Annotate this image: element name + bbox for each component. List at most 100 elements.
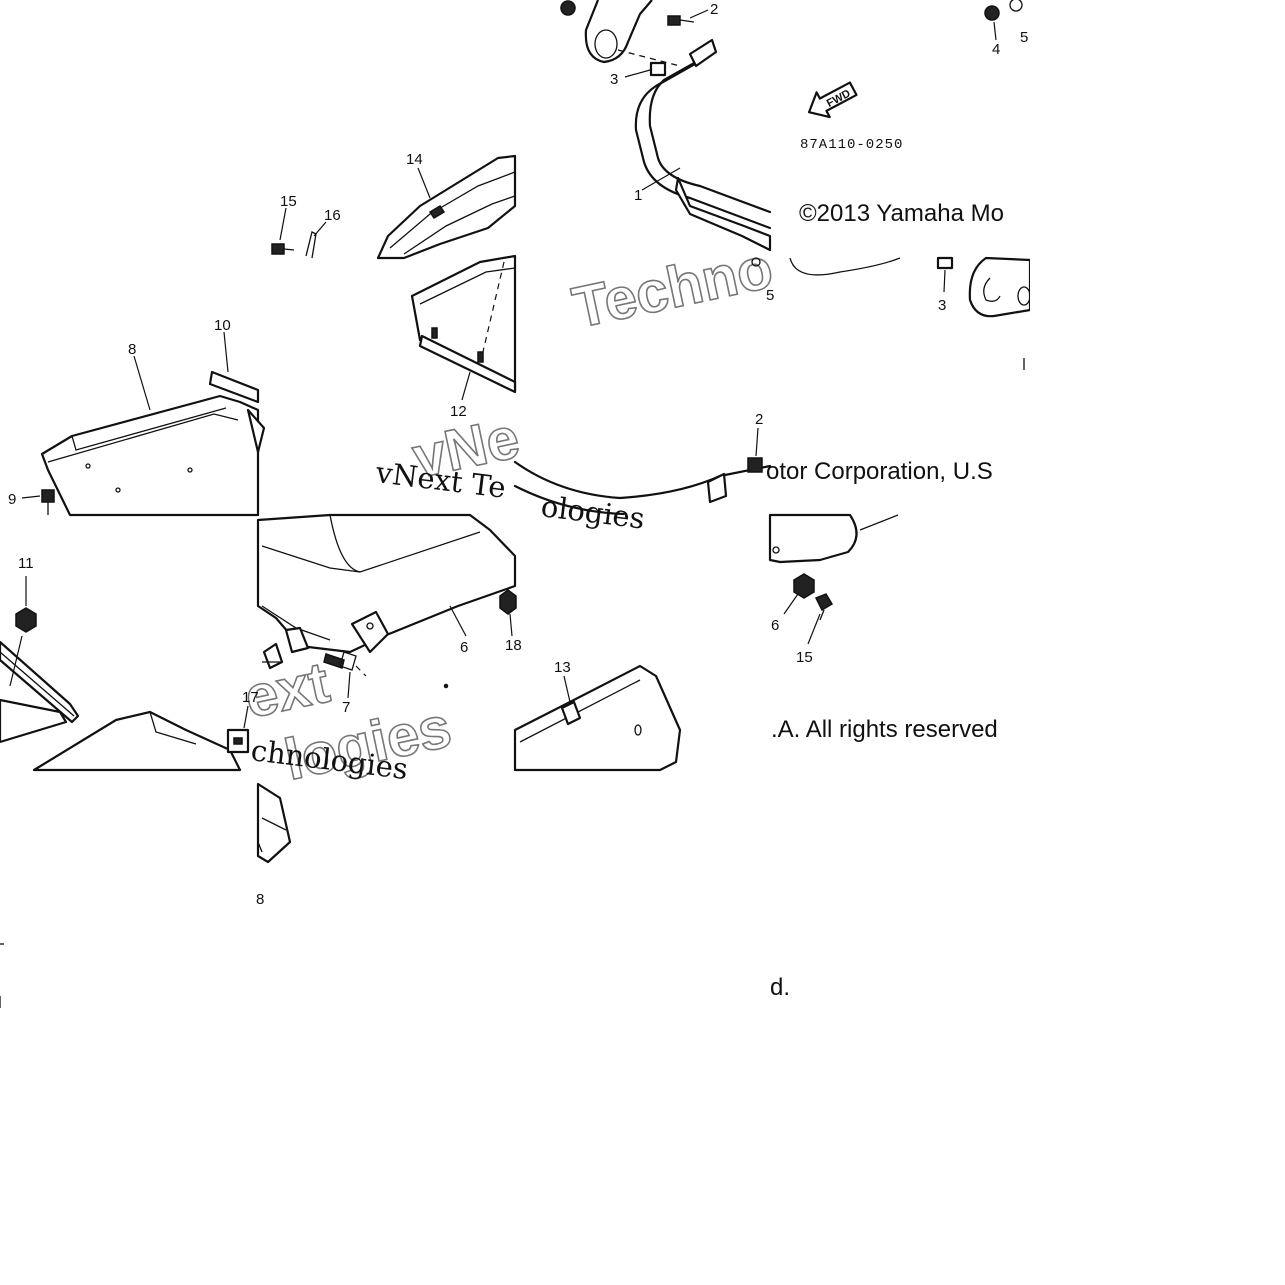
leader-16 [313, 221, 327, 237]
fwd-arrow-icon: FWD [807, 81, 858, 119]
hinge-arm-right-eye [983, 277, 1001, 302]
panel-8-hole-c [187, 467, 193, 473]
strip-12-stud-b [477, 351, 484, 363]
leader-18 [509, 613, 513, 637]
upper-cover-assembly: 14 15 16 12 [271, 151, 517, 420]
cover-13 [513, 664, 682, 772]
copyright-line-1: ©2013 Yamaha Mo [799, 200, 1004, 227]
cover-6 [256, 513, 517, 654]
callout-2b: 2 [755, 411, 763, 428]
fwd-label: FWD [825, 88, 853, 110]
bottom-row: 8 d. [0, 782, 790, 1008]
callout-13: 13 [554, 659, 571, 676]
nut-6 [793, 573, 815, 599]
bolt-15-lower [814, 593, 834, 612]
cover-8-bottom-tab [257, 841, 263, 853]
leader-17 [243, 705, 249, 729]
callout-15b: 15 [796, 649, 813, 666]
lower-tube-inner [513, 484, 626, 516]
callout-3a: 3 [610, 71, 618, 88]
callout-1: 1 [634, 187, 642, 204]
leader-2a [689, 9, 709, 19]
leader-rail [9, 635, 23, 687]
bolt-15-upper-shank [283, 248, 295, 251]
cover-lower-edge [149, 711, 197, 745]
cover-6-mid [261, 545, 361, 573]
cover-13-clip [560, 700, 582, 726]
callout-4: 4 [992, 41, 1000, 58]
mask-top-left-b [258, 0, 515, 150]
center-frame-tile: 2 5 [513, 257, 774, 516]
hinge-eye [594, 29, 618, 59]
cover-13-hole [634, 724, 642, 736]
callout-6b: 6 [771, 617, 779, 634]
rail-14-inner [389, 171, 516, 249]
strip-12 [418, 334, 517, 394]
cover-lower [32, 710, 242, 772]
callout-11: 11 [18, 555, 34, 572]
mask-bottom [0, 1030, 1285, 1285]
panel-8-fold [47, 413, 239, 463]
seat-panel-assembly: 8 10 9 [8, 317, 266, 517]
leader-6a [449, 605, 467, 637]
rail-14 [376, 154, 517, 260]
bolt-15-upper [271, 243, 285, 255]
clip-16 [305, 231, 317, 259]
strip-12-stud-a [431, 327, 438, 339]
hinge-arm-right [968, 256, 1032, 318]
nut-4 [984, 5, 1000, 21]
callout-2a: 2 [710, 1, 718, 18]
callout-16: 16 [324, 207, 341, 224]
bolt-7-head [339, 651, 357, 671]
rail-14-inner-2 [403, 195, 516, 255]
dot-lower [443, 683, 449, 689]
callout-9: 9 [8, 491, 16, 508]
rail-bar-inner [0, 651, 75, 717]
bracket-10 [246, 408, 266, 454]
nut-18 [499, 589, 517, 615]
hinge-arm [584, 0, 653, 64]
bolt-2-top-shank [679, 19, 695, 23]
panel-8 [40, 394, 260, 517]
part-code: 87A110-0250 [800, 137, 903, 153]
bracket-assembly-top: 2 3 1 [560, 0, 772, 252]
bolt-7-axis [355, 665, 367, 677]
callout-7: 7 [342, 699, 350, 716]
callout-10: 10 [214, 317, 231, 334]
callout-12: 12 [450, 403, 467, 420]
panel-lower [0, 698, 68, 744]
bolt-15-lower-shank [819, 609, 825, 621]
leader-6b [783, 593, 799, 615]
cover-right-line [859, 514, 899, 531]
callout-17: 17 [242, 689, 259, 706]
clip-3-top [649, 61, 667, 77]
frame-foot [674, 176, 772, 252]
callout-6a: 6 [460, 639, 468, 656]
clip-17-slot [233, 737, 243, 745]
bolt-9 [41, 489, 55, 503]
panel-8-edge [71, 407, 227, 451]
cover-6-hole-a [366, 622, 374, 630]
callout-8a: 8 [128, 341, 136, 358]
leader-10 [223, 331, 229, 373]
main-cover-tile: 6 7 18 [256, 513, 522, 716]
leader-7 [347, 671, 351, 699]
leader-14 [417, 167, 431, 199]
cover-13-edge [519, 679, 641, 743]
clip-3-mid [936, 256, 954, 270]
panel-8-hole-b [115, 487, 121, 493]
panel-12-edge [419, 267, 516, 305]
cover-8-bottom-edge [261, 817, 287, 831]
washer-mid [751, 257, 761, 267]
leader-15a [279, 207, 287, 241]
right-hinge-tile: 3 otor Corporation, U.S [766, 256, 1032, 485]
panel-12-axis [481, 261, 505, 357]
lower-tube [513, 460, 772, 500]
leader-15b [807, 613, 821, 645]
cover-right-end [768, 513, 858, 564]
leader-8 [133, 355, 151, 411]
callout-5b: 5 [766, 287, 774, 304]
leader-3b [943, 269, 946, 293]
bolt-2-mid [747, 457, 763, 473]
